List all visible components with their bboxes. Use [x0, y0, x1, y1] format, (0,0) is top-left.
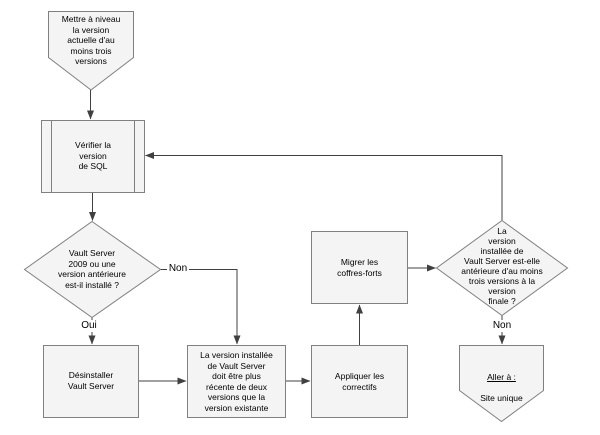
- goto-link-text[interactable]: Aller à :: [487, 371, 516, 382]
- shape-uninstall-process: [43, 345, 139, 418]
- edge-label-oui: Oui: [77, 320, 101, 332]
- goto-node-label: Aller à : Site unique: [459, 361, 544, 414]
- shape-verify-sql-predefined-process: [41, 120, 145, 193]
- shape-apply-patches-process: [311, 345, 408, 418]
- goto-destination-text: Site unique: [480, 392, 523, 403]
- edge-label-non-right: Non: [490, 320, 514, 332]
- shape-vault2009-decision-diamond: [23, 220, 162, 319]
- shape-migrate-vaults-process: [311, 231, 408, 304]
- vault2009-decision-label: Vault Server 2009 ou une version antérie…: [57, 248, 127, 290]
- start-node-label: Mettre à niveau la version actuelle d'au…: [61, 14, 121, 66]
- shape-start-offpage-pentagon: [48, 11, 134, 91]
- shape-version-rule-process: [187, 345, 286, 418]
- shape-goto-offpage-pentagon: [459, 345, 544, 423]
- uninstall-node-label: Désinstaller Vault Server: [67, 370, 115, 391]
- shapes: [23, 11, 569, 423]
- shape-final-decision-diamond: [435, 219, 569, 317]
- connector-final-decision-loop-to-verify-sql: [145, 152, 503, 221]
- apply-patches-node-label: Appliquer les correctifs: [334, 371, 385, 392]
- edge-label-non-left: Non: [167, 263, 189, 275]
- final-decision-label: La version installée de Vault Server est…: [461, 226, 543, 306]
- connector-decision-non-to-version-rule: [160, 269, 241, 345]
- migrate-vaults-node-label: Migrer les coffres-forts: [337, 257, 382, 278]
- verify-sql-node-label: Vérifier la version de SQL: [75, 140, 111, 171]
- version-rule-node-label: La version installée de Vault Server doi…: [200, 350, 273, 413]
